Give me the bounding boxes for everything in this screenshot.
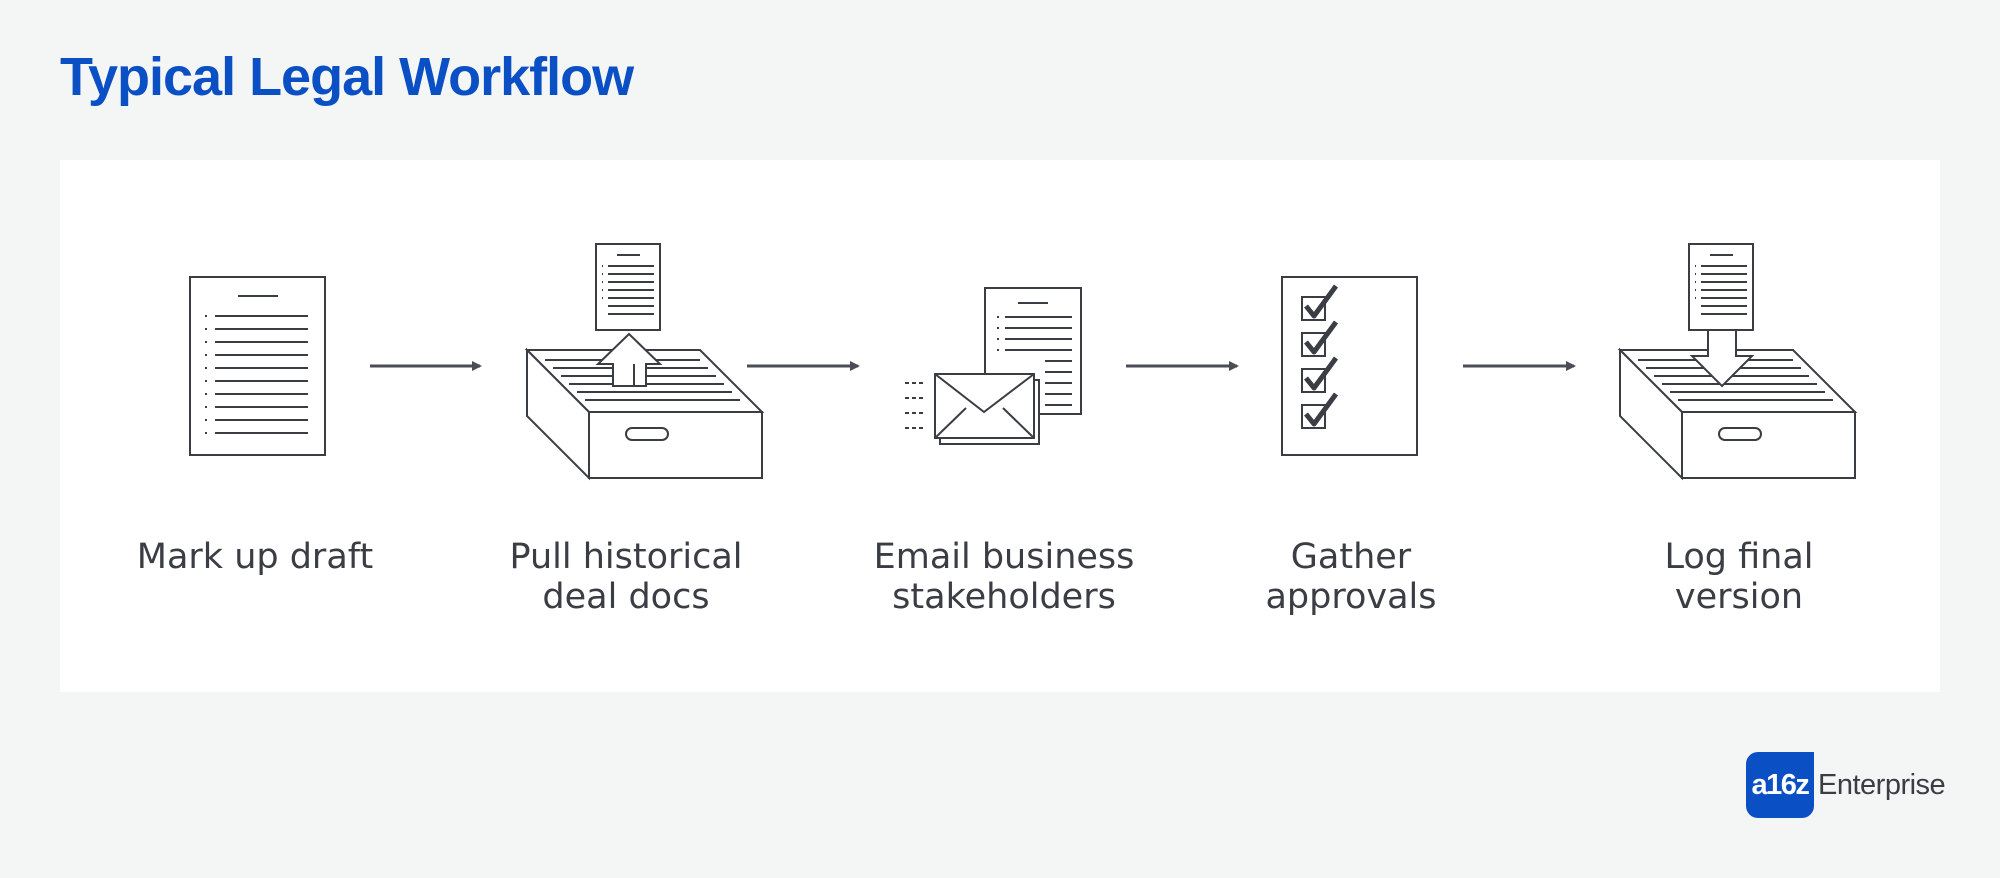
workflow-panel: Mark up draft Pull historical deal docs … <box>60 160 1940 692</box>
step-label-pull-historical-deal-docs: Pull historical deal docs <box>509 537 743 617</box>
page-title: Typical Legal Workflow <box>60 47 634 107</box>
step-label-mark-up-draft: Mark up draft <box>136 537 374 577</box>
a16z-logo-mark: a16z <box>1746 752 1814 818</box>
a16z-enterprise-logo: a16z Enterprise <box>1746 752 1946 818</box>
archive-box-download-icon <box>1617 243 1858 481</box>
step-label-email-business-stakeholders: Email business stakeholders <box>873 537 1135 617</box>
logo-text: Enterprise <box>1818 768 1946 801</box>
checklist-icon <box>1281 276 1418 456</box>
step-label-gather-approvals: Gather approvals <box>1265 537 1437 617</box>
document-icon <box>189 276 326 456</box>
workflow-diagram <box>189 243 1858 481</box>
step-label-log-final-version: Log final version <box>1664 537 1814 617</box>
email-icon <box>905 287 1082 445</box>
archive-box-upload-icon <box>524 243 765 481</box>
